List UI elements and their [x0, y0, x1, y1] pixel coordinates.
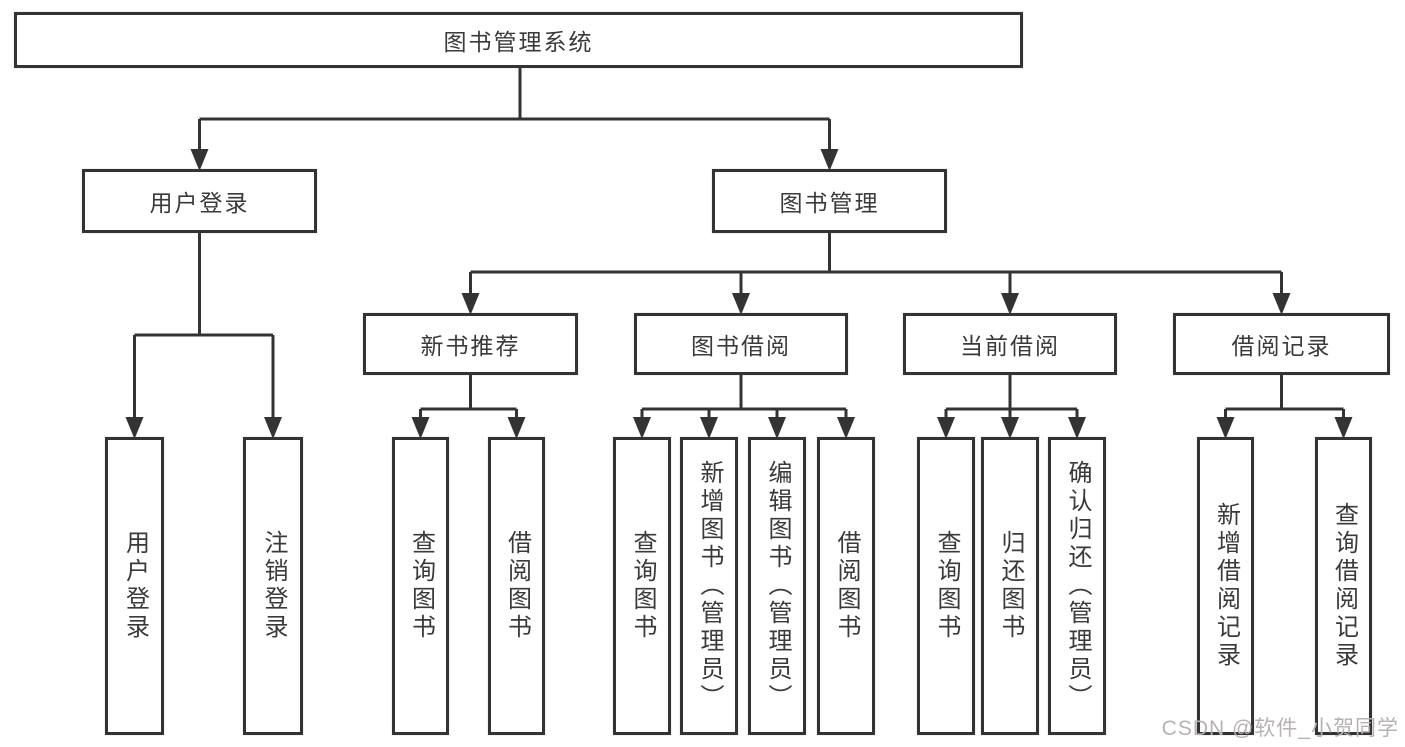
arrowhead — [837, 417, 855, 439]
leaf-query-books-3: 查询图书 — [917, 437, 975, 735]
leaf-label: 用户登录 — [121, 530, 149, 642]
node-library-management-system: 图书管理系统 — [14, 12, 1023, 68]
leaf-borrow-books-1: 借阅图书 — [488, 437, 545, 735]
leaf-return-books: 归还图书 — [981, 437, 1039, 735]
leaf-label: 查询图书 — [629, 530, 656, 642]
arrowhead — [700, 417, 718, 439]
leaf-label: 查询图书 — [933, 530, 960, 642]
leaf-confirm-return-admin: 确认归还（管理员） — [1048, 437, 1106, 735]
leaf-label: 新增图书（管理员） — [696, 460, 723, 712]
new-books-to-leaves-connector — [419, 375, 518, 421]
leaf-add-borrowing-record: 新增借阅记录 — [1197, 437, 1254, 735]
leaf-label: 查询图书 — [407, 530, 435, 642]
leaf-add-books-admin: 新增图书（管理员） — [680, 437, 738, 735]
arrowhead — [937, 417, 955, 439]
leaf-label: 借阅图书 — [833, 530, 860, 642]
arrowhead — [1001, 417, 1019, 439]
leaf-label: 注销登录 — [260, 530, 287, 642]
user-login-to-leaves-connector — [133, 233, 275, 421]
node-book-management: 图书管理 — [712, 169, 947, 233]
leaf-user-login: 用户登录 — [105, 437, 164, 735]
current-borrowing-to-leaves-connector — [944, 375, 1079, 421]
arrowhead — [1001, 293, 1019, 315]
node-borrowing-records: 借阅记录 — [1173, 313, 1390, 375]
leaf-borrow-books-2: 借阅图书 — [817, 437, 875, 735]
arrowhead — [732, 293, 750, 315]
node-user-login: 用户登录 — [82, 169, 317, 233]
node-book-borrowing: 图书借阅 — [634, 313, 848, 375]
leaf-query-borrowing-record: 查询借阅记录 — [1315, 437, 1372, 735]
csdn-watermark: CSDN @软件_小贺同学 — [1161, 717, 1399, 740]
borrowing-records-to-leaves-connector — [1224, 375, 1345, 421]
arrowhead — [507, 417, 526, 439]
leaf-query-books-2: 查询图书 — [613, 437, 671, 735]
node-new-book-recommendation: 新书推荐 — [363, 313, 578, 375]
arrowhead — [461, 293, 480, 315]
connector-paths — [133, 68, 1345, 421]
arrowhead — [768, 417, 786, 439]
leaf-label: 查询借阅记录 — [1330, 502, 1358, 670]
arrowhead — [1068, 417, 1086, 439]
arrowheads — [125, 149, 1353, 439]
arrowhead — [1272, 293, 1291, 315]
leaf-label: 确认归还（管理员） — [1064, 460, 1091, 712]
root-to-level2-connector — [198, 68, 831, 152]
leaf-label: 借阅图书 — [503, 530, 531, 642]
leaf-label: 编辑图书（管理员） — [764, 460, 791, 712]
leaf-query-books-1: 查询图书 — [392, 437, 449, 735]
book-mgmt-to-level3-connector — [469, 233, 1283, 296]
arrowhead — [190, 149, 209, 171]
arrowhead — [411, 417, 430, 439]
arrowhead — [1216, 417, 1235, 439]
leaf-label: 归还图书 — [997, 530, 1024, 642]
arrowhead — [633, 417, 651, 439]
arrowhead — [1334, 417, 1353, 439]
arrowhead — [820, 149, 839, 171]
leaf-edit-books-admin: 编辑图书（管理员） — [748, 437, 806, 735]
arrowhead — [264, 417, 282, 439]
node-current-borrowing: 当前借阅 — [903, 313, 1117, 375]
leaf-label: 新增借阅记录 — [1212, 502, 1240, 670]
arrowhead — [125, 417, 144, 439]
book-borrowing-to-leaves-connector — [640, 375, 848, 421]
leaf-logout: 注销登录 — [243, 437, 303, 735]
